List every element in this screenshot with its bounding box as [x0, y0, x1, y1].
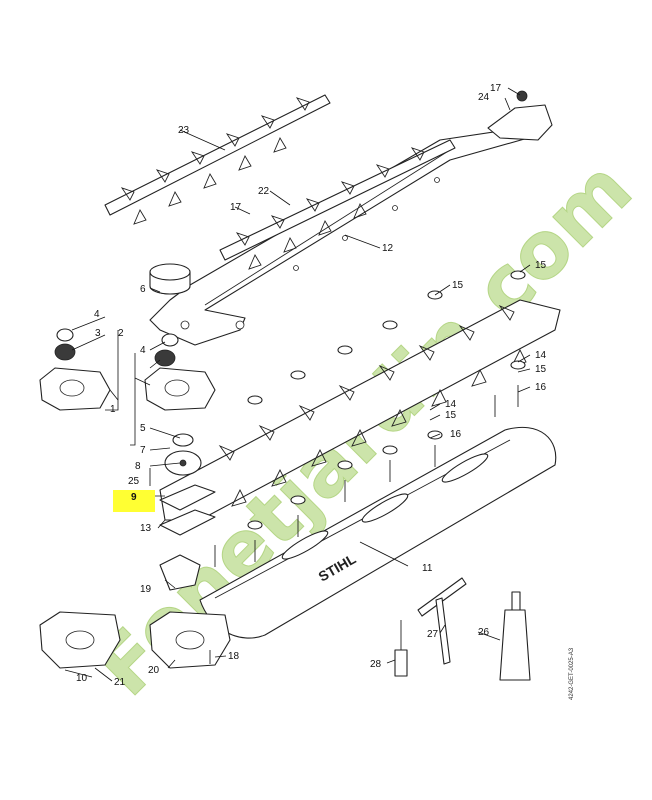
label-14: 14 [535, 350, 547, 361]
label-16a: 16 [535, 382, 547, 393]
label-27: 27 [427, 629, 439, 640]
label-3: 3 [95, 328, 101, 339]
label-12: 12 [382, 243, 394, 254]
label-15a: 15 [535, 260, 547, 271]
label-21: 21 [114, 677, 126, 688]
gear-housing-upper [39, 367, 216, 411]
gasket-parts [159, 484, 216, 536]
label-26: 26 [478, 627, 490, 638]
drive-gear [164, 433, 202, 476]
screws-and-washers [149, 270, 526, 664]
drawing-code: 4242-GET-0025-A3 [569, 647, 575, 700]
label-19: 19 [140, 584, 152, 595]
t-wrench [417, 577, 467, 665]
leader-lines [64, 87, 531, 682]
label-5: 5 [140, 423, 146, 434]
label-20: 20 [148, 665, 160, 676]
label-8: 8 [135, 461, 141, 472]
label-1: 2 [118, 328, 124, 339]
label-11: 11 [422, 563, 433, 574]
label-7: 7 [140, 445, 146, 456]
label-13: 13 [140, 523, 152, 534]
blade-bar [149, 127, 529, 346]
upper-cutter [104, 94, 331, 225]
label-23: 23 [178, 125, 190, 136]
label-18: 18 [228, 651, 240, 662]
label-14b: 14 [445, 399, 457, 410]
blade-tip-guard [487, 90, 553, 141]
label-1: 1 [110, 404, 116, 415]
label-17b: 17 [230, 202, 242, 213]
part-6-bushing [149, 263, 191, 295]
label-15b: 15 [452, 280, 464, 291]
label-24: 24 [478, 92, 490, 103]
label-17a: 17 [490, 83, 502, 94]
label-4: 4 [94, 309, 100, 320]
label-16b: 16 [450, 429, 462, 440]
label-15d: 15 [445, 410, 457, 421]
screwdriver [394, 620, 408, 677]
label-28: 28 [370, 659, 382, 670]
grease-tube [499, 591, 531, 681]
label-15c: 15 [535, 364, 547, 375]
label-4b: 4 [140, 345, 146, 356]
label-6: 6 [140, 284, 146, 295]
seal-rings [54, 328, 179, 367]
lower-cutter [219, 139, 456, 270]
part-labels: 2 4 3 1 4 5 7 8 25 9 13 6 23 22 17 12 17… [76, 83, 547, 688]
label-10: 10 [76, 673, 88, 684]
label-22: 22 [258, 186, 270, 197]
label-25: 25 [128, 476, 140, 487]
highlight-box [113, 490, 155, 512]
label-9: 9 [131, 492, 137, 503]
